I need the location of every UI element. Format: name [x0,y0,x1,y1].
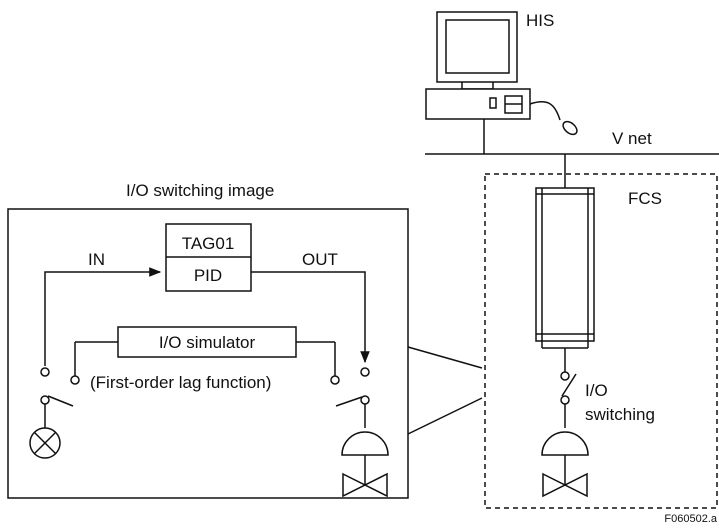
in-signal-line [44,267,162,366]
his-label: HIS [526,11,554,30]
first-order-lag-label: (First-order lag function) [90,373,271,392]
fcs-label: FCS [628,189,662,208]
left-io-switch-icon [40,367,80,407]
his-computer-icon [425,11,578,154]
io-switch-label-line1: I/O [585,381,608,400]
tag-label: TAG01 [182,234,235,253]
pid-label: PID [194,266,222,285]
in-label: IN [88,250,105,269]
figure-id: F060502.a [664,513,717,525]
fcs-valve-icon [541,431,589,498]
valve-icon [341,431,389,498]
fcs-cabinet-icon [535,187,595,349]
io-switch-label-line2: switching [585,405,655,424]
out-signal-line [251,271,370,364]
io-simulator-box [117,326,297,358]
fcs-io-switch-icon [560,348,577,428]
io-switching-image-title: I/O switching image [126,181,274,200]
right-io-switch-icon [330,367,370,407]
fcs-boundary [484,173,718,509]
vnet-label: V net [612,129,652,148]
lamp-icon [29,427,61,459]
io-simulator-label: I/O simulator [159,333,256,352]
out-label: OUT [302,250,338,269]
